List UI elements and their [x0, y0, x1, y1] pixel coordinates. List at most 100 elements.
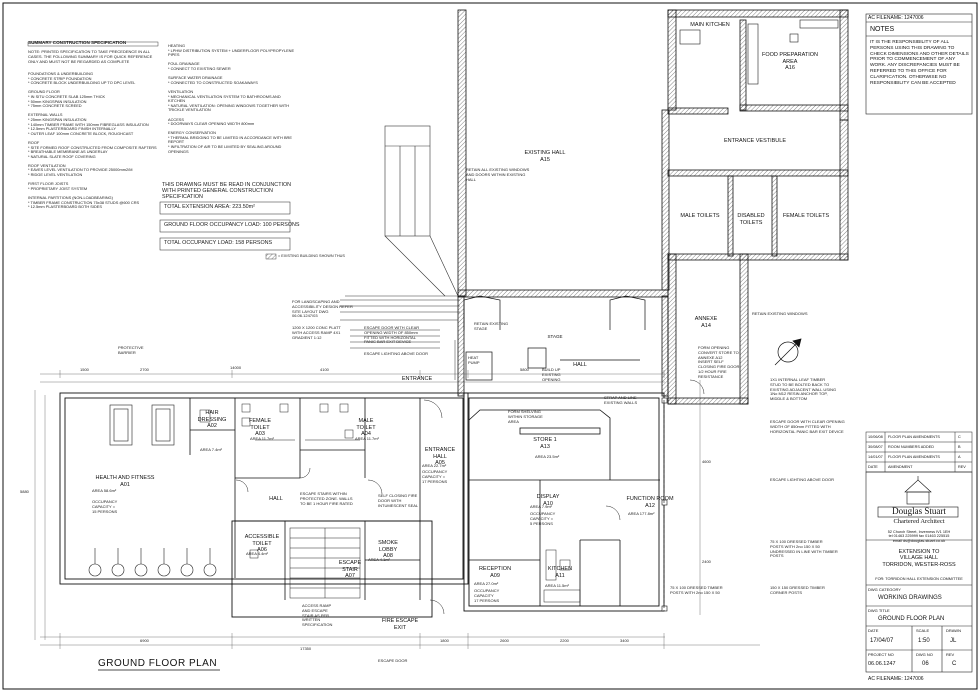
filename-bottom: AC FILENAME: 1247006 — [868, 676, 924, 682]
dwg-category: WORKING DRAWINGS — [878, 595, 942, 601]
spec-column-1: FOUNDATIONS & UNDERBUILDING * CONCRETE S… — [28, 71, 157, 210]
room-smoke-lobby: SMOKE LOBBY A08 — [378, 540, 398, 559]
dim-11: 3400 — [620, 638, 629, 643]
total-occupancy-box — [159, 237, 291, 251]
room-accessible-toilet: ACCESSIBLE TOILET A06 — [244, 534, 280, 553]
filename-top: AC FILENAME: 1247006 — [868, 15, 924, 21]
room-male-toilet: MALE TOILET A04 — [356, 418, 376, 437]
note-escape-lighting: ESCAPE LIGHTING ABOVE DOOR — [364, 351, 429, 356]
note-escape-door-bottom: ESCAPE DOOR — [378, 658, 408, 663]
ground-occupancy-box — [159, 219, 291, 233]
drawn-value: JL — [950, 638, 957, 644]
architect-logo-icon — [877, 476, 959, 518]
note-platt: 1200 X 1200 CONC PLATT WITH ACCESS RAMP … — [292, 325, 341, 340]
spec-intro: NOTE: PRINTED SPECIFICATION TO TAKE PREC… — [28, 49, 153, 64]
dim-9: 2600 — [500, 638, 509, 643]
room-display: DISPLAY A10 — [536, 494, 560, 507]
project-no-value: 06.06.1247 — [868, 661, 896, 667]
room-female-toilets: FEMALE TOILETS — [782, 213, 830, 219]
room-male-toilets: MALE TOILETS — [680, 213, 720, 219]
note-access-ramp: ACCESS RAMP AND ESCAPE STAIR AS PER WRIT… — [302, 603, 333, 628]
revision-description: AMENDMENT — [888, 465, 913, 469]
extension-walls — [59, 392, 665, 618]
area-a08: AREA 4.1m² — [368, 557, 391, 562]
dim-4: 4100 — [320, 367, 329, 372]
partitions — [189, 398, 660, 606]
note-dressed-timber-3: 150 X 150 DRESSED TIMBER CORNER POSTS — [770, 585, 825, 595]
note-escape-door: ESCAPE DOOR WITH CLEAR OPENING WIDTH OF … — [364, 325, 420, 345]
spec-heading: SUMMARY CONSTRUCTION SPECIFICATION — [28, 40, 127, 45]
architect-address: 52 Church Street, Inverness IV1 1EH tel … — [887, 530, 951, 543]
room-reception: RECEPTION A09 — [478, 566, 512, 579]
kitchen-units — [543, 549, 581, 603]
architect-subtitle: Chartered Architect — [893, 518, 945, 525]
dwg-category-label: DWG CATEGORY — [868, 587, 901, 592]
note-landscaping: FOR LANDSCAPING AND ACCESSIBILITY DESIGN… — [292, 299, 353, 319]
dwg-no-label: DWG NO — [916, 652, 933, 657]
room-entrance-vestibule: ENTRANCE VESTIBULE — [723, 138, 787, 144]
dim-10: 2200 — [560, 638, 569, 643]
conjunction-note: THIS DRAWING MUST BE READ IN CONJUNCTION… — [162, 182, 292, 201]
room-disabled-toilets: DISABLED TOILETS — [737, 213, 765, 226]
dwg-title: GROUND FLOOR PLAN — [878, 616, 945, 622]
ground-occupancy: GROUND FLOOR OCCUPANCY LOAD: 100 PERSONS — [164, 222, 300, 228]
note-fire-door: FORM OPENING CONVERT STORE TO ANNEXE A12… — [698, 345, 740, 379]
room-hall-existing: HALL — [573, 362, 587, 368]
room-kitchen: KITCHEN A11 — [547, 566, 573, 579]
revision-row: 14/01/07 FLOOR PLAN AMENDMENTS A — [866, 452, 972, 462]
revision-letter: A — [958, 455, 961, 459]
area-a01: AREA 58.6m² — [92, 488, 117, 493]
dwg-no-value: 06 — [922, 661, 929, 667]
revision-letter: C — [958, 435, 961, 439]
food-prep-fixtures — [679, 19, 839, 85]
note-build-up: BUILD UP EXISTING OPENING — [542, 367, 561, 382]
area-a05: AREA 22.7m² — [422, 463, 447, 468]
area-a11: AREA 11.5m² — [545, 583, 569, 588]
room-annexe: ANNEXE A14 — [694, 316, 718, 329]
rev-value: C — [952, 661, 957, 667]
drawing-title: GROUND FLOOR PLAN — [98, 658, 218, 669]
project-title: EXTENSION TO VILLAGE HALL TORRIDON, WEST… — [882, 549, 956, 568]
note-dressed-timber-1: 75 X 100 DRESSED TIMBER POSTS WITH 2no 1… — [770, 539, 838, 559]
spec-frame — [27, 41, 159, 47]
escape-stair — [289, 527, 361, 599]
north-arrow-icon — [774, 338, 802, 366]
area-a10: AREA 7.9m² — [530, 504, 553, 509]
legend-existing: = EXISTING BUILDING SHOWN THUS — [278, 254, 345, 258]
architect-name: Douglas Stuart — [892, 506, 946, 516]
dim-1: 1500 — [80, 367, 89, 372]
note-internal-lintel: 1X1 INTERNAL LEAF TIMBER STUD TO BE BOLT… — [770, 377, 837, 402]
room-fire-escape-exit: FIRE ESCAPE EXIT — [381, 618, 419, 631]
room-food-prep: FOOD PREPARATION AREA A16 — [761, 52, 819, 71]
gym-equipment — [88, 404, 217, 577]
dim-2: 2700 — [140, 367, 149, 372]
note-retain-stage: RETAIN EXISTING STAGE — [474, 321, 509, 331]
room-existing-hall: EXISTING HALL A15 — [524, 150, 566, 163]
room-health-fitness: HEALTH AND FITNESS A01 — [95, 475, 155, 488]
room-store: STORE 1 A13 — [533, 437, 557, 450]
note-protective-barrier: PROTECTIVE BARRIER — [118, 345, 144, 355]
area-a12: AREA 177.8m² — [628, 511, 655, 516]
dim-14: 2400 — [702, 559, 711, 564]
project-no-label: PROJECT NO — [868, 652, 894, 657]
note-escape-stairs: ESCAPE STAIRS WITHIN PROTECTED ZONE. WAL… — [300, 491, 353, 506]
access-ramp-lines — [340, 299, 460, 380]
dim-13: 4600 — [702, 459, 711, 464]
spec-column-2: HEATING * LPHW DISTRIBUTION SYSTEM + UND… — [168, 43, 295, 154]
revision-date: 14/01/07 — [868, 455, 883, 459]
room-entrance-hall: ENTRANCE HALL A05 — [424, 447, 456, 466]
door-swings — [235, 379, 705, 615]
revisions-grid — [865, 431, 973, 473]
notes-text: IT IS THE RESPONSIBILITY OF ALL PERSONS … — [870, 40, 969, 86]
dim-5: 5800 — [520, 367, 529, 372]
revision-description: FLOOR PLAN AMENDMENTS — [888, 455, 940, 459]
revision-letter: REV — [958, 465, 966, 469]
occupancy-display: OCCUPANCY CAPACITY = 5 PERSONS — [530, 511, 556, 526]
revision-date: DATE — [868, 465, 878, 469]
dimension-lines — [34, 370, 760, 649]
title-block-frame — [865, 471, 973, 673]
room-function-room: FUNCTION ROOM A12 — [626, 496, 674, 509]
drawn-label: DRAWN — [946, 628, 961, 633]
